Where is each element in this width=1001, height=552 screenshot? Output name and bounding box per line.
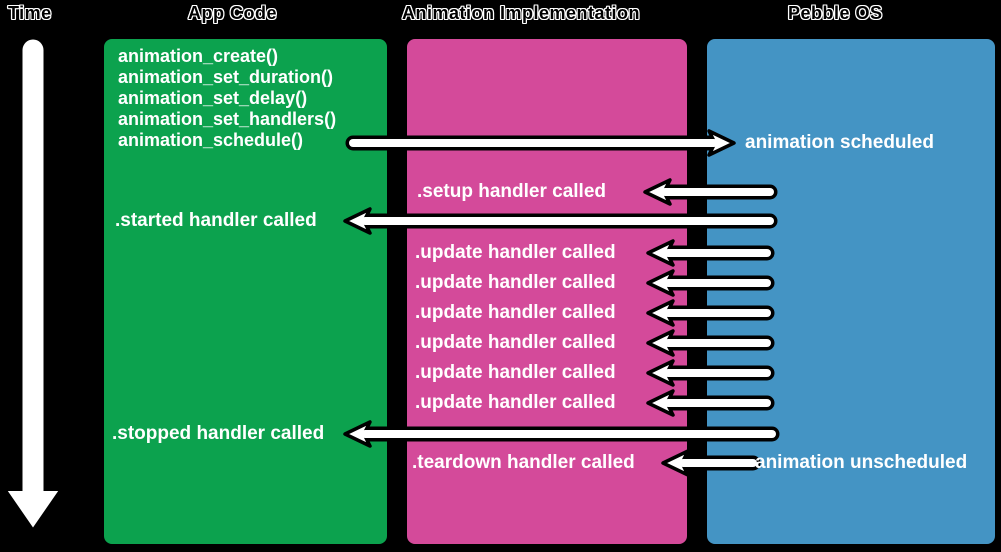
column-title-app-code: App Code (188, 3, 277, 23)
animation-unscheduled-label: animation unscheduled (755, 452, 968, 473)
pebble-os-box (703, 35, 999, 548)
update-handler-label: .update handler called (415, 272, 616, 293)
time-label: Time (8, 3, 52, 23)
function-call: animation_set_delay() (118, 88, 308, 108)
animation-implementation-box (403, 35, 691, 548)
update-handler-label: .update handler called (415, 242, 616, 263)
update-handler-label: .update handler called (415, 392, 616, 413)
function-call: animation_set_duration() (118, 67, 334, 87)
app-code-box (100, 35, 391, 548)
column-title-pebble-os: Pebble OS (788, 3, 883, 23)
update-handler-label: .update handler called (415, 332, 616, 353)
time-arrow-icon (2, 35, 64, 533)
setup-handler-label: .setup handler called (417, 181, 606, 202)
app-code-function-list: animation_create() animation_set_duratio… (118, 46, 336, 151)
animation-scheduled-label: animation scheduled (745, 132, 934, 153)
stopped-handler-label: .stopped handler called (112, 423, 325, 444)
teardown-handler-label: .teardown handler called (412, 452, 635, 473)
function-call: animation_schedule() (118, 130, 304, 150)
column-title-animation-implementation: Animation Implementation (402, 3, 641, 23)
function-call: animation_set_handlers() (118, 109, 337, 129)
started-handler-label: .started handler called (115, 210, 317, 231)
update-handler-label: .update handler called (415, 362, 616, 383)
update-handler-label: .update handler called (415, 302, 616, 323)
function-call: animation_create() (118, 46, 279, 66)
update-handler-list: .update handler called .update handler c… (415, 238, 616, 418)
